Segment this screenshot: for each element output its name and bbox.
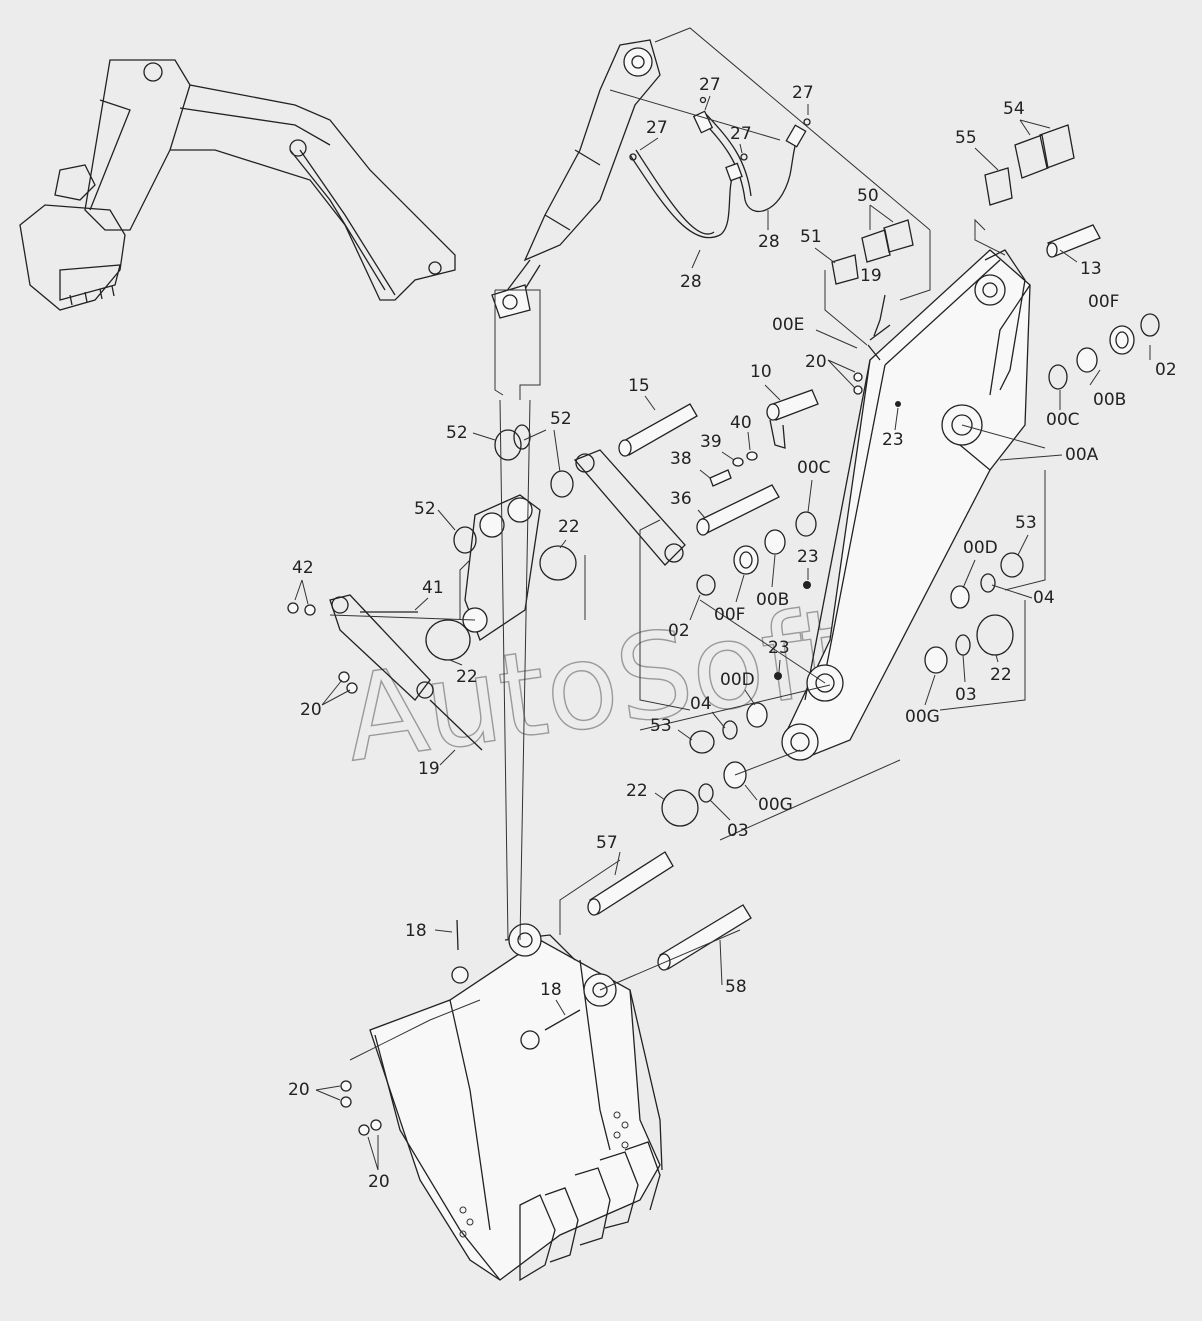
label-40: 40 (730, 413, 752, 433)
label-00d: 00D (720, 670, 755, 690)
label-20: 20 (288, 1080, 310, 1100)
label-22: 22 (456, 667, 478, 687)
leader-lines (329, 27, 1046, 1061)
label-20: 20 (805, 352, 827, 372)
label-23: 23 (768, 638, 790, 658)
label-27: 27 (792, 83, 814, 103)
label-10: 10 (750, 362, 772, 382)
label-00f: 00F (1088, 292, 1119, 312)
label-00c: 00C (1046, 410, 1080, 430)
label-13: 13 (1080, 259, 1102, 279)
label-54: 54 (1003, 99, 1025, 119)
label-55: 55 (955, 128, 977, 148)
label-03: 03 (727, 821, 749, 841)
label-53: 53 (1015, 513, 1037, 533)
label-15: 15 (628, 376, 650, 396)
label-00c: 00C (797, 458, 831, 478)
label-22: 22 (626, 781, 648, 801)
label-50: 50 (857, 186, 879, 206)
label-52: 52 (550, 409, 572, 429)
label-00g: 00G (758, 795, 793, 815)
label-03: 03 (955, 685, 977, 705)
label-19: 19 (418, 759, 440, 779)
label-53: 53 (650, 716, 672, 736)
label-41: 41 (422, 578, 444, 598)
label-04: 04 (1033, 588, 1055, 608)
label-38: 38 (670, 449, 692, 469)
label-02: 02 (668, 621, 690, 641)
arm-assembly-illustration (781, 249, 1031, 761)
label-28: 28 (758, 232, 780, 252)
label-20: 20 (300, 700, 322, 720)
label-19: 19 (860, 266, 882, 286)
label-arrows (294, 95, 1151, 1171)
label-58: 58 (725, 977, 747, 997)
pins-illustration (287, 224, 1101, 1136)
label-18: 18 (405, 921, 427, 941)
excavator-overview-illustration (19, 59, 456, 311)
label-22: 22 (558, 517, 580, 537)
link-assembly-illustration (329, 449, 686, 701)
bucket-cylinder-illustration (491, 39, 661, 319)
label-00g: 00G (905, 707, 940, 727)
label-00d: 00D (963, 538, 998, 558)
label-22: 22 (990, 665, 1012, 685)
label-39: 39 (700, 432, 722, 452)
part-labels: 13 00F 02 00B 00C 00A 55 54 50 51 19 00E… (288, 75, 1177, 1192)
label-57: 57 (596, 833, 618, 853)
label-51: 51 (800, 227, 822, 247)
label-02: 02 (1155, 360, 1177, 380)
label-27: 27 (646, 118, 668, 138)
label-36: 36 (670, 489, 692, 509)
label-42: 42 (292, 558, 314, 578)
label-27: 27 (699, 75, 721, 95)
label-52: 52 (414, 499, 436, 519)
label-23: 23 (797, 547, 819, 567)
label-04: 04 (690, 694, 712, 714)
label-23: 23 (882, 430, 904, 450)
label-00b: 00B (1093, 390, 1126, 410)
label-00b: 00B (756, 590, 789, 610)
label-00f: 00F (714, 605, 745, 625)
label-18: 18 (540, 980, 562, 1000)
label-20: 20 (368, 1172, 390, 1192)
label-28: 28 (680, 272, 702, 292)
label-00a: 00A (1065, 445, 1099, 465)
label-00e: 00E (772, 315, 804, 335)
label-52: 52 (446, 423, 468, 443)
bucket-illustration (369, 923, 663, 1282)
label-27: 27 (730, 124, 752, 144)
rings-and-bushings-illustration (425, 124, 1160, 827)
